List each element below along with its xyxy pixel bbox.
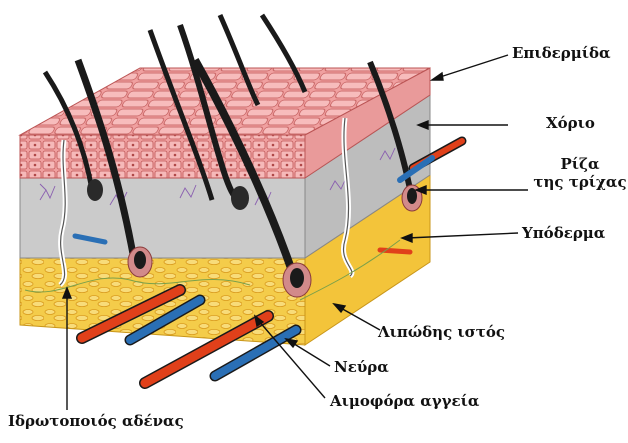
label-hypodermis: Υπόδερμα — [522, 224, 605, 242]
label-hair-root-line1: Ρίζα — [532, 155, 628, 173]
label-hair-root: Ρίζα της τρίχας — [532, 155, 628, 191]
label-nerves: Νεύρα — [334, 358, 389, 376]
label-epidermis: Επιδερμίδα — [512, 44, 611, 62]
label-blood-vessels: Αιμοφόρα αγγεία — [330, 392, 479, 410]
label-dermis: Χόριο — [546, 114, 595, 132]
label-sweat-gland: Ιδρωτοποιός αδένας — [8, 412, 184, 430]
label-fat-tissue: Λιπώδης ιστός — [378, 323, 505, 341]
label-hair-root-line2: της τρίχας — [532, 173, 628, 191]
